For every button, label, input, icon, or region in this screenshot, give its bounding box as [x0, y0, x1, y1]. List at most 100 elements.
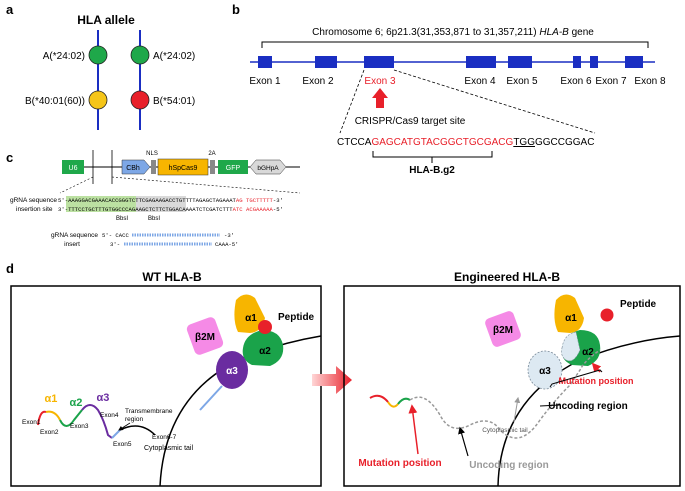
2a-element [210, 160, 215, 174]
wt-box [10, 285, 322, 487]
beta2m-shape [485, 311, 521, 347]
panel-b-letter: b [232, 2, 240, 17]
tm-segment [199, 385, 223, 411]
exon-label: Exon 8 [634, 76, 666, 87]
peptide-label: Peptide [620, 299, 657, 310]
peptide-dot [258, 320, 272, 334]
insert-top-start: 5'- CACC [102, 232, 129, 239]
alpha1-label: α1 [565, 313, 577, 324]
bbsi-highlight [136, 196, 186, 212]
enzyme-label: BbsI [148, 216, 160, 222]
wt-title: WT HLA-B [142, 270, 202, 284]
cbh-element [121, 159, 151, 175]
allele-label: B(*54:01) [153, 96, 195, 107]
alpha2-label: α2 [582, 347, 594, 358]
insert-label: insert [64, 241, 80, 248]
exon-strand-label: Exon6-7 [152, 434, 177, 441]
target-sequence: CTCCAGAGCATGTACGGCTGCGACGTGGGGCCGGAC [337, 137, 594, 148]
exon-strand-label: Exon5 [113, 441, 132, 448]
panel-a: a HLA allele A(*24:02) A(*24:02) B(*40:0… [6, 2, 195, 130]
panel-d: d WT HLA-B β2M α1 α2 Peptide α3 α1 α [6, 261, 681, 487]
panel-a-title: HLA allele [77, 13, 135, 27]
uncoding-strand [409, 349, 601, 439]
element-label: NLS [146, 151, 158, 157]
element-label: GFP [226, 165, 241, 172]
exon-6-block [573, 56, 581, 68]
exon-label: Exon 5 [506, 76, 538, 87]
allele-label: A(*24:02) [43, 51, 85, 62]
alpha2-deleted-part [561, 331, 581, 362]
exon-strand-label: Exon1 [22, 419, 41, 426]
allele-a-right-dot [130, 45, 150, 65]
exon-label: Exon 6 [560, 76, 592, 87]
panel-a-letter: a [6, 2, 14, 17]
alpha1-shape [234, 294, 265, 333]
peptide-dot [600, 308, 614, 322]
alpha1-strand-label: α1 [45, 393, 58, 405]
element-label: 2A [208, 151, 215, 157]
exon-2-block [315, 56, 337, 68]
cas9-element [157, 158, 209, 176]
nls-element [151, 160, 156, 174]
gene-bracket [261, 41, 649, 48]
grna-label: gRNA sequence [10, 197, 57, 204]
zoom-line-left [339, 69, 365, 134]
element-label: CBh [126, 165, 140, 172]
exon-label: Exon 7 [595, 76, 627, 87]
guide-label: HLA-B.g2 [409, 165, 455, 176]
alpha2-shape [242, 330, 284, 366]
alpha1-shape [554, 294, 584, 333]
wt-panel: WT HLA-B β2M α1 α2 Peptide α3 α1 α2 α3 E… [10, 270, 322, 487]
exon-label: Exon 4 [464, 76, 496, 87]
insert-top-end: -3' [224, 232, 234, 239]
exon-7-block [590, 56, 598, 68]
mutation-label-left: Mutation position [358, 458, 441, 469]
alpha3-strand-label: α3 [97, 392, 110, 404]
alpha2-label: α2 [259, 346, 271, 357]
exon-strand-label: Exon4 [100, 412, 119, 419]
target-arrow-icon [372, 88, 388, 108]
element-label: bGHpA [257, 165, 279, 172]
seq-top: 5'-AAAGGACGAAACACCGGGTCTTCGAGAAGACCTGTTT… [58, 197, 283, 204]
panel-b-title: Chromosome 6; 6p21.3(31,353,871 to 31,35… [312, 27, 594, 38]
allele-b-left-dot [88, 90, 108, 110]
seq-bottom: 3'-TTTCCTGCTTTGTGGCCCAGAAGCTCTTCTGGACAAA… [58, 206, 283, 213]
exon-4-block [466, 56, 496, 68]
alpha1-label: α1 [245, 313, 257, 324]
beta2m-shape [186, 317, 224, 355]
engineered-panel: Engineered HLA-B β2M α1 α2 Peptide α3 Mu… [343, 270, 681, 487]
exon-label: Exon 2 [302, 76, 334, 87]
bghpa-element [249, 159, 287, 175]
insert-label: gRNA sequence [51, 232, 98, 239]
allele-label: A(*24:02) [153, 51, 195, 62]
element-label: U6 [69, 165, 78, 172]
uncoding-label-left: Uncoding region [469, 460, 548, 471]
alpha3-label: α3 [539, 366, 551, 377]
panel-d-letter: d [6, 261, 14, 276]
alpha3-deleted-shape [527, 350, 563, 390]
exon-1-block [258, 56, 272, 68]
panel-c-letter: c [6, 150, 13, 165]
exon-8-block [625, 56, 643, 68]
cyto-label: Cytoplasmic tail [482, 427, 528, 434]
alpha3-label: α3 [226, 366, 238, 377]
alpha2-strand-label: α2 [70, 397, 83, 409]
engineered-box [343, 285, 681, 487]
enzyme-label: BbsI [116, 216, 128, 222]
insert-bot-end: CAAA-5' [215, 241, 239, 248]
insertion-label: insertion site [16, 206, 53, 213]
panel-c: c U6 CBh NLS hSpCas9 2A GFP bGHpA gRNA s… [6, 150, 301, 248]
u6-highlight [66, 196, 136, 212]
allele-a-left-dot [88, 45, 108, 65]
target-site-label: CRISPR/Cas9 target site [355, 116, 466, 127]
zoom-line-right [393, 69, 596, 134]
uncoding-label-right: Uncoding region [548, 401, 627, 412]
mutation-label-right: Mutation position [559, 376, 634, 386]
engineered-title: Engineered HLA-B [454, 270, 560, 284]
exon-strand-label: Exon2 [40, 429, 59, 436]
exon-5-block [508, 56, 532, 68]
beta2m-label: β2M [195, 332, 215, 343]
alpha3-shape [216, 351, 248, 389]
